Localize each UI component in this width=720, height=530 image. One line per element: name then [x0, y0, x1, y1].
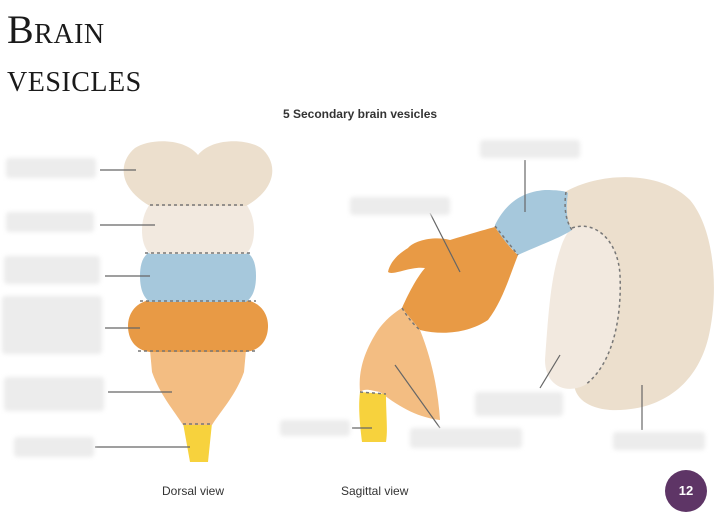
sagittal-view-caption: Sagittal view [341, 484, 409, 498]
diagram-subtitle: 5 Secondary brain vesicles [282, 107, 438, 121]
sagittal-label-2-placeholder [350, 197, 450, 215]
page-number-badge: 12 [665, 470, 707, 512]
title-line-2: vesicles [7, 55, 142, 100]
sagittal-label-4-placeholder [613, 432, 705, 450]
title-line-1: Brain [7, 7, 105, 52]
sagittal-metencephalon [388, 227, 518, 333]
slide-title: Brain vesicles [7, 6, 142, 102]
sagittal-mesencephalon [495, 190, 572, 255]
dorsal-dividers [138, 204, 258, 425]
sagittal-leader-lines [352, 160, 643, 430]
dorsal-myelencephalon [150, 350, 246, 425]
dorsal-mesencephalon [140, 252, 256, 302]
dorsal-diencephalon [142, 204, 254, 254]
dorsal-label-1-placeholder [6, 158, 96, 178]
sagittal-dividers [359, 191, 621, 395]
sagittal-label-1-placeholder [480, 140, 580, 158]
sagittal-label-5-placeholder [280, 420, 350, 436]
dorsal-label-5-placeholder [4, 377, 104, 411]
dorsal-leader-lines [95, 169, 190, 448]
sagittal-myelencephalon [359, 308, 440, 420]
sagittal-label-6-placeholder [410, 428, 522, 448]
dorsal-view-caption: Dorsal view [162, 484, 225, 498]
sagittal-label-3-placeholder [475, 392, 563, 416]
dorsal-label-3-placeholder [4, 256, 100, 284]
dorsal-telencephalon [123, 141, 273, 206]
dorsal-label-4-placeholder [2, 296, 102, 354]
dorsal-view [95, 141, 273, 462]
sagittal-spinal-cord [359, 392, 387, 442]
dorsal-label-2-placeholder [6, 212, 94, 232]
sagittal-view [352, 160, 714, 442]
dorsal-spinal-cord [183, 423, 212, 462]
sagittal-diencephalon [545, 226, 621, 389]
dorsal-metencephalon [128, 300, 268, 352]
dorsal-label-6-placeholder [14, 437, 94, 457]
